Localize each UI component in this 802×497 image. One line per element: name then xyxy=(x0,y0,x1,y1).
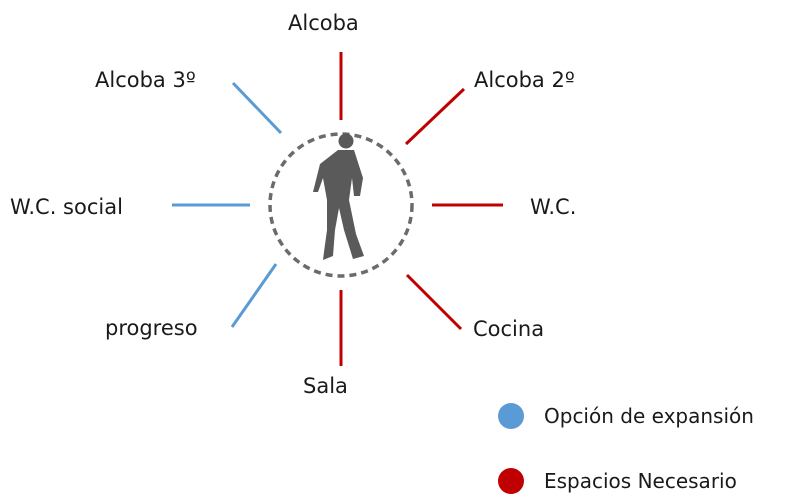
legend-item-necessary: Espacios Necesario xyxy=(498,466,737,496)
legend-label-necessary: Espacios Necesario xyxy=(544,469,737,493)
node-label-alcoba-2: Alcoba 2º xyxy=(474,68,575,92)
legend-swatch-necessary xyxy=(498,468,524,494)
node-label-progreso: progreso xyxy=(105,316,198,340)
legend-item-expansion: Opción de expansión xyxy=(498,401,754,431)
node-label-alcoba-3: Alcoba 3º xyxy=(95,68,196,92)
connector-alcoba-2 xyxy=(404,87,466,146)
center-dashed-ring xyxy=(268,132,414,278)
node-label-sala: Sala xyxy=(303,374,348,398)
node-label-wc-social: W.C. social xyxy=(10,195,123,219)
connector-alcoba-3 xyxy=(231,81,283,135)
legend-swatch-expansion xyxy=(498,403,524,429)
node-label-alcoba: Alcoba xyxy=(288,11,359,35)
connector-cocina xyxy=(405,273,463,331)
node-label-wc: W.C. xyxy=(530,195,577,219)
walking-person-icon xyxy=(313,133,364,260)
node-label-cocina: Cocina xyxy=(473,317,545,341)
legend-label-expansion: Opción de expansión xyxy=(544,404,754,428)
connector-progreso xyxy=(230,263,278,328)
